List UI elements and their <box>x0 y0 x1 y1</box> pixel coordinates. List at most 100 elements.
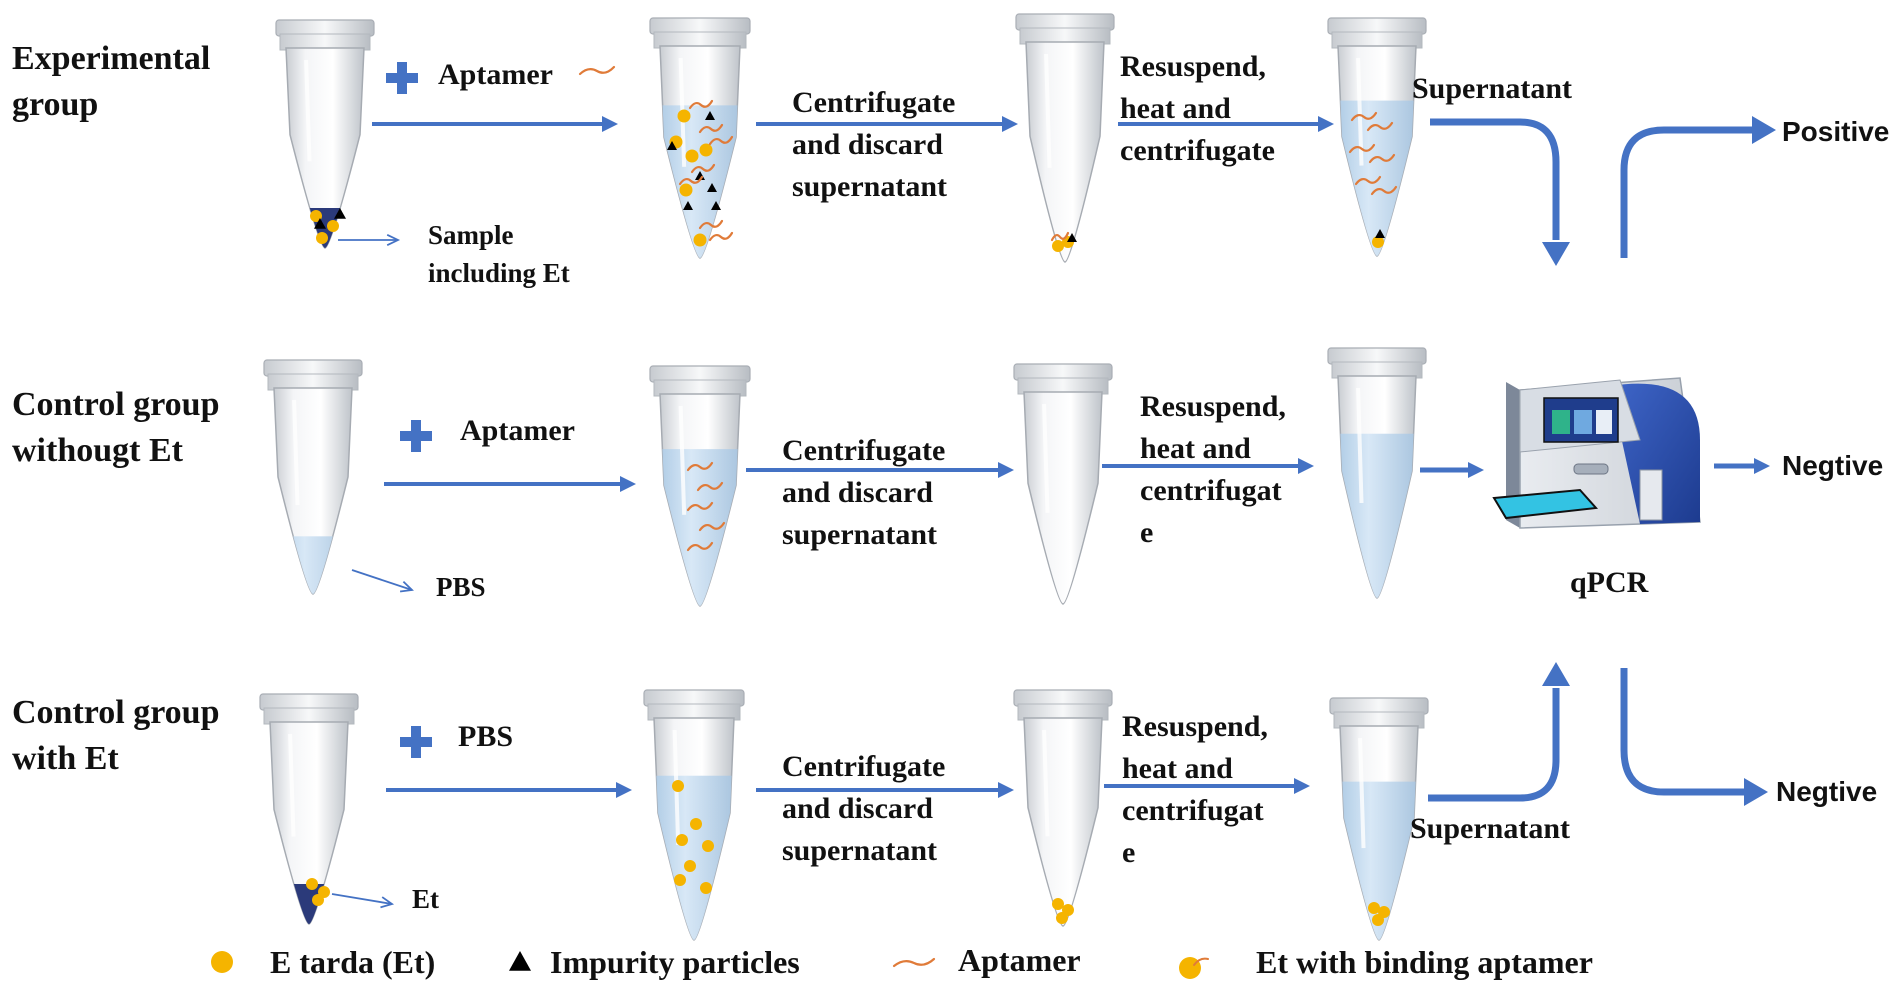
ctrl1-sample-pointer <box>351 569 414 593</box>
ctrl1-tube-pbs-highlight <box>292 399 300 506</box>
exp-mix-imp-1 <box>667 141 677 150</box>
ctrl2-mix-et-4 <box>684 860 696 872</box>
exp-step2-label-line-2: heat and <box>1120 92 1231 125</box>
ctrl2-arrow-1 <box>386 782 632 798</box>
exp-arrow-3 <box>1118 116 1334 132</box>
ctrl2-step2-label-line-2: heat and <box>1122 752 1233 785</box>
exp-tube-sample-highlight <box>304 59 312 162</box>
exp-plus <box>386 62 418 94</box>
ctrl2-pellet-et-3 <box>1056 912 1068 924</box>
ctrl1-group-label-line-2: withougt Et <box>12 432 183 469</box>
exp-step2-label-line-3: centrifugate <box>1120 134 1275 167</box>
legend-aptamer-label: Aptamer <box>958 942 1081 978</box>
exp-sup-apt-1 <box>1366 121 1394 132</box>
exp-sample-imp-1 <box>314 218 326 229</box>
exp-sample-label-line-1: Sample <box>428 220 514 250</box>
exp-mix-apt-1 <box>698 123 724 134</box>
ctrl2-result-label: Negtive <box>1776 776 1878 807</box>
ctrl2-tube-pellet-highlight <box>1042 729 1050 837</box>
legend-aptamer-icon <box>892 957 936 968</box>
ctrl2-tube-et <box>259 693 359 925</box>
exp-group-label-line-2: group <box>12 86 99 123</box>
ctrl1-plus <box>400 420 432 452</box>
ctrl2-mix-et-0 <box>672 780 684 792</box>
qpcr-instrument <box>1492 377 1701 529</box>
ctrl2-step2-label-line-4: e <box>1122 836 1136 869</box>
ctrl2-tube-pellet <box>1013 689 1113 927</box>
exp-mix-apt-4 <box>678 175 704 186</box>
exp-tube-mix-liquid <box>660 105 740 258</box>
exp-mix-apt-6 <box>708 231 734 242</box>
legend-et-binding-icon-tail <box>1193 957 1209 966</box>
exp-sup-apt-4 <box>1354 175 1382 186</box>
exp-step2-label-line-1: Resuspend, <box>1120 50 1266 83</box>
legend-et-binding-label: Et with binding aptamer <box>1256 944 1593 980</box>
ctrl2-group-label-line-2: with Et <box>12 740 119 777</box>
ctrl2-add-label: PBS <box>458 720 514 753</box>
legend-impurity-icon <box>509 951 531 971</box>
ctrl2-supernatant-label: Supernatant <box>1410 812 1571 845</box>
ctrl1-tube-mix <box>649 365 751 607</box>
exp-sup-apt-3 <box>1368 153 1396 164</box>
ctrl1-step2-label-line-3: centrifugat <box>1140 474 1282 507</box>
exp-mix-apt-0 <box>688 99 714 110</box>
ctrl1-step2-label-line-2: heat and <box>1140 432 1251 465</box>
exp-mix-et-5 <box>693 233 707 247</box>
exp-step1-label-line-2: and discard <box>792 128 943 161</box>
qpcr-label: qPCR <box>1570 566 1649 599</box>
exp-group-label-line-1: Experimental <box>12 40 211 77</box>
ctrl2-mix-et-1 <box>690 818 702 830</box>
ctrl2-arrow-2 <box>756 782 1014 798</box>
ctrl2-mix-et-2 <box>676 834 688 846</box>
exp-mix-et-4 <box>699 143 713 157</box>
qpcr-screen-panel-3 <box>1596 410 1612 434</box>
ctrl2-et-3 <box>312 894 324 906</box>
ctrl1-tube-supernatant-highlight <box>1356 387 1364 504</box>
ctrl2-step1-label-line-2: and discard <box>782 792 933 825</box>
ctrl2-sup-et-3 <box>1372 914 1384 926</box>
ctrl2-sample-label-line-1: Et <box>412 884 439 914</box>
ctrl1-group-label-line-1: Control group <box>12 386 220 423</box>
exp-mix-et-2 <box>685 149 699 163</box>
exp-mix-apt-5 <box>698 219 724 230</box>
ctrl2-tube-et-pellet <box>270 884 348 924</box>
exp-step1-label-line-1: Centrifugate <box>792 86 956 119</box>
ctrl1-step2-label-line-4: e <box>1140 516 1154 549</box>
ctrl1-tube-mix-highlight <box>678 405 687 515</box>
exp-aptamer-icon <box>578 65 616 76</box>
ctrl1-sample-label-line-1: PBS <box>436 572 486 602</box>
ctrl2-step2-label-line-1: Resuspend, <box>1122 710 1268 743</box>
exp-tube-supernatant <box>1327 17 1427 257</box>
ctrl2-step1-label-line-1: Centrifugate <box>782 750 946 783</box>
ctrl1-step1-label-line-3: supernatant <box>782 518 938 551</box>
exp-sample-label-line-2: including Et <box>428 258 570 288</box>
ctrl1-tube-pellet <box>1013 363 1113 605</box>
exp-sample-imp-2 <box>334 208 346 219</box>
ctrl2-mix-et-6 <box>700 882 712 894</box>
exp-mix-imp-3 <box>707 183 717 192</box>
ctrl2-sup-et-1 <box>1368 902 1380 914</box>
exp-supernatant-label: Supernatant <box>1412 72 1573 105</box>
exp-tube-mix <box>649 17 751 259</box>
ctrl1-mix-apt-0 <box>686 461 714 472</box>
ctrl1-result-label: Negtive <box>1782 450 1884 481</box>
ctrl2-arrow-negtive <box>1620 668 1768 806</box>
exp-mix-et-3 <box>679 183 693 197</box>
exp-tube-sample <box>275 19 375 249</box>
ctrl2-tube-supernatant-highlight <box>1358 737 1366 849</box>
ctrl2-plus <box>400 726 432 758</box>
ctrl2-step2-label-line-3: centrifugat <box>1122 794 1264 827</box>
qpcr-screen-panel-2 <box>1574 410 1592 434</box>
ctrl1-mix-apt-3 <box>698 521 726 532</box>
ctrl1-add-label: Aptamer <box>460 414 575 447</box>
exp-sup-apt-5 <box>1370 185 1398 196</box>
exp-add-label: Aptamer <box>438 58 553 91</box>
exp-step1-label-line-3: supernatant <box>792 170 948 203</box>
ctrl2-pellet-et-1 <box>1052 898 1064 910</box>
qpcr-screen-panel-1 <box>1552 410 1570 434</box>
ctrl1-tube-pellet-highlight <box>1042 403 1050 513</box>
ctrl2-arrow-to-qpcr <box>1428 662 1570 802</box>
exp-tube-pellet <box>1015 13 1115 263</box>
exp-sample-et-3 <box>316 232 328 244</box>
ctrl2-mix-et-5 <box>674 874 686 886</box>
